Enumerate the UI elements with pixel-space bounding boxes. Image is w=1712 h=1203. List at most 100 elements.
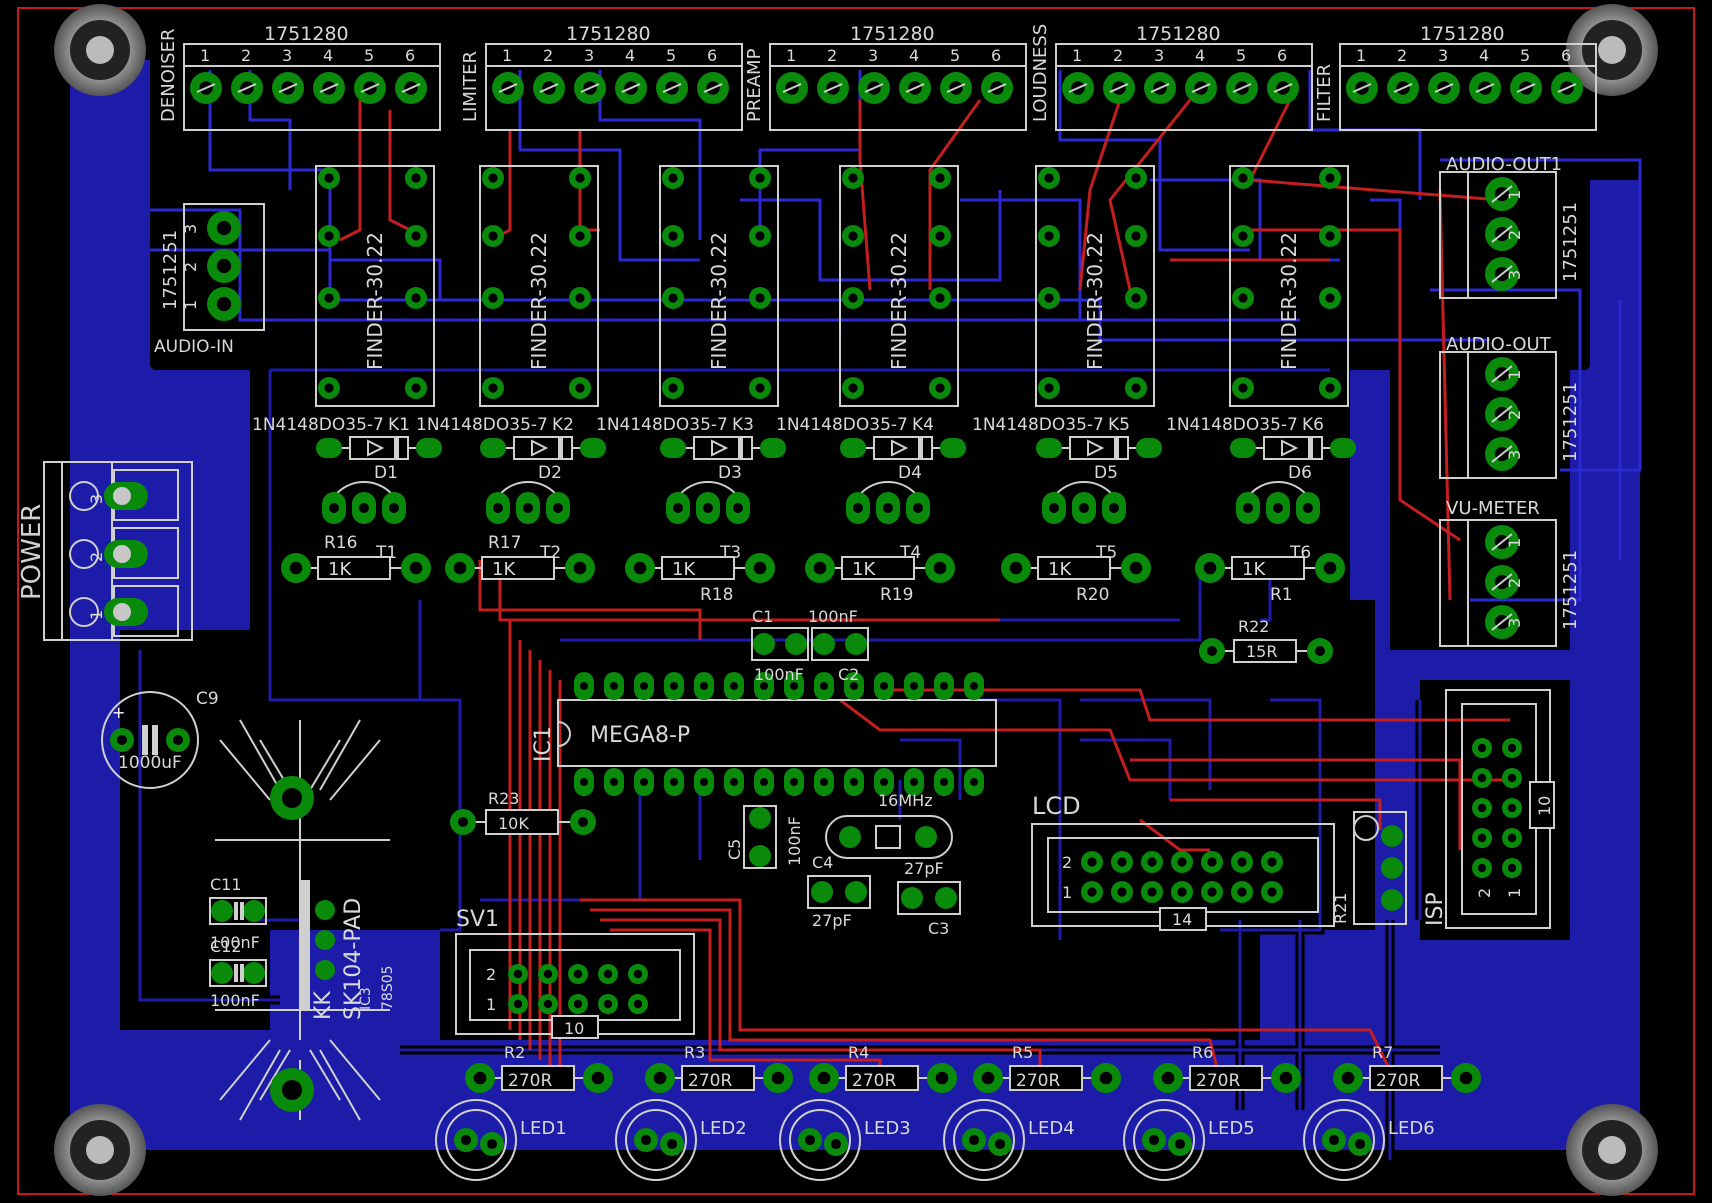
screw-slot [823,83,843,93]
terminal-pin-number: 4 [1479,46,1489,65]
mounting-holes [54,4,1658,1196]
drill [968,1134,980,1146]
drill [1207,857,1217,867]
top-trace [1130,758,1462,850]
screw-slot [1491,185,1513,203]
drill [1087,857,1097,867]
drill [880,778,888,786]
diode-band [1114,437,1119,459]
relay-type: FINDER-30.22 [1277,232,1301,370]
c11-capacitor: C11 100nF [209,875,267,952]
resistor-ref: R6 [1192,1043,1213,1062]
resistor-body [681,1065,755,1091]
resistor-body [1189,1065,1263,1091]
resistor-value: 270R [1016,1071,1060,1091]
drill [817,1071,831,1085]
bottom-trace [900,738,962,800]
screw-slot [864,83,884,93]
drill [389,503,399,513]
drill [853,503,863,513]
resistor-ref: R17 [488,533,521,553]
drill [1129,561,1143,575]
terminal-pin-number: 1 [502,46,512,65]
drill [1203,561,1217,575]
terminal-pin-number: 5 [666,46,676,65]
drill [1323,561,1337,575]
drill [1044,383,1054,393]
terminal-pin-number: 5 [1520,46,1530,65]
drill [573,969,583,979]
relay-ref: K6 [1302,415,1324,435]
drill [289,561,303,575]
drill [771,1071,785,1085]
c4-capacitor: C4 27pF [807,853,871,930]
drill [755,293,765,303]
led-ring [1313,1109,1375,1171]
drill [610,682,618,690]
c11-value: 100nF [210,933,260,952]
connector-pin-number: 3 [1505,618,1524,628]
drill [673,503,683,513]
sv1-ref: SV1 [456,907,499,932]
bottom-trace [980,698,1062,940]
relay-body [1035,165,1155,407]
c11-ref: C11 [210,875,242,894]
terminal-pin-number: 2 [827,46,837,65]
drill [1325,173,1335,183]
crystal: 16MHz [825,791,953,859]
top-trace [388,110,411,232]
terminal-pin-number: 3 [282,46,292,65]
connector-pin-number: 2 [1505,410,1524,420]
drill [970,778,978,786]
screw-slot [1491,365,1513,383]
isp-header: ISP 2 1 10 [1423,689,1555,929]
terminal-name: LOUDNESS [1030,24,1051,122]
top-trace [858,100,872,291]
led-label: LED6 [1388,1118,1435,1139]
diode-body [693,436,753,460]
connector-pin-number: 2 [1505,578,1524,588]
drill [733,503,743,513]
screw-slot [1491,445,1513,463]
regulator-part: 78S05 [380,965,396,1010]
diode-ref: D2 [538,463,562,483]
drill [668,231,678,241]
bottom-trace [740,190,1002,282]
c12-value: 100nF [210,991,260,1010]
terminal-name: LIMITER [460,51,481,122]
drill [575,173,585,183]
drill [940,778,948,786]
drill [755,231,765,241]
regulator-hs: KK [311,991,336,1020]
connector-body [183,203,265,331]
power-label: POWER [17,504,47,600]
drill [1477,803,1487,813]
relay-ref: K3 [732,415,754,435]
drill [573,999,583,1009]
r22-value: 15R [1246,642,1277,661]
drill [755,383,765,393]
c1-ref: C1 [752,607,773,626]
drill [1099,1071,1113,1085]
bottom-trace [1440,158,1642,472]
drill [460,1134,472,1146]
diode-body [1069,436,1129,460]
connector-pin-number: 2 [1505,230,1524,240]
drill [523,503,533,513]
screw-slot [905,83,925,93]
r23-ref: R23 [488,789,519,808]
connector-body [1439,519,1557,647]
resistor-ref: R7 [1372,1043,1393,1062]
drill [1267,857,1277,867]
r23-value: 10K [498,814,529,833]
power-pin-number: 2 [87,552,106,562]
connector-pin-number: 1 [1505,190,1524,200]
connector-body [1439,171,1557,299]
resistor-body [501,1065,575,1091]
drill [1279,1071,1293,1085]
bottom-trace [518,70,700,262]
c9-ref: C9 [196,689,219,709]
drill [935,231,945,241]
drill [790,682,798,690]
